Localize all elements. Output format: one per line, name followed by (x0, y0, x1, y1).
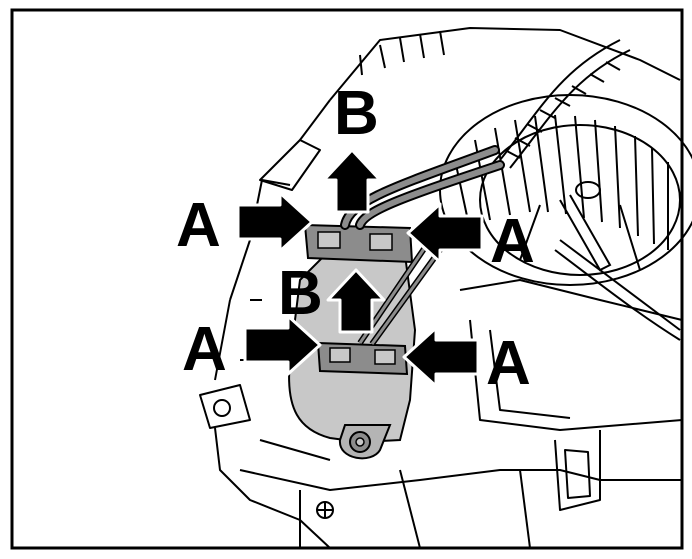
callout-a-lower-right: A (486, 329, 531, 398)
push-arrow-icon (406, 202, 484, 264)
upper-connector (303, 145, 505, 264)
push-arrow-icon (243, 314, 322, 376)
heater-housing (199, 27, 683, 549)
callout-b-lower: B (278, 259, 323, 328)
callout-b-upper: B (334, 79, 379, 148)
callout-a-upper-left: A (176, 191, 221, 260)
callouts: A A A A B B (176, 79, 535, 398)
lower-connector (316, 238, 443, 376)
wire-harness (499, 39, 681, 341)
arrows (236, 148, 484, 388)
release-arrow-icon (322, 148, 382, 214)
callout-a-lower-left: A (182, 315, 227, 384)
push-arrow-icon (402, 326, 480, 388)
push-arrow-icon (236, 191, 314, 253)
blower-fan (439, 94, 692, 286)
release-arrow-icon (326, 268, 386, 334)
callout-a-upper-right: A (490, 207, 535, 276)
